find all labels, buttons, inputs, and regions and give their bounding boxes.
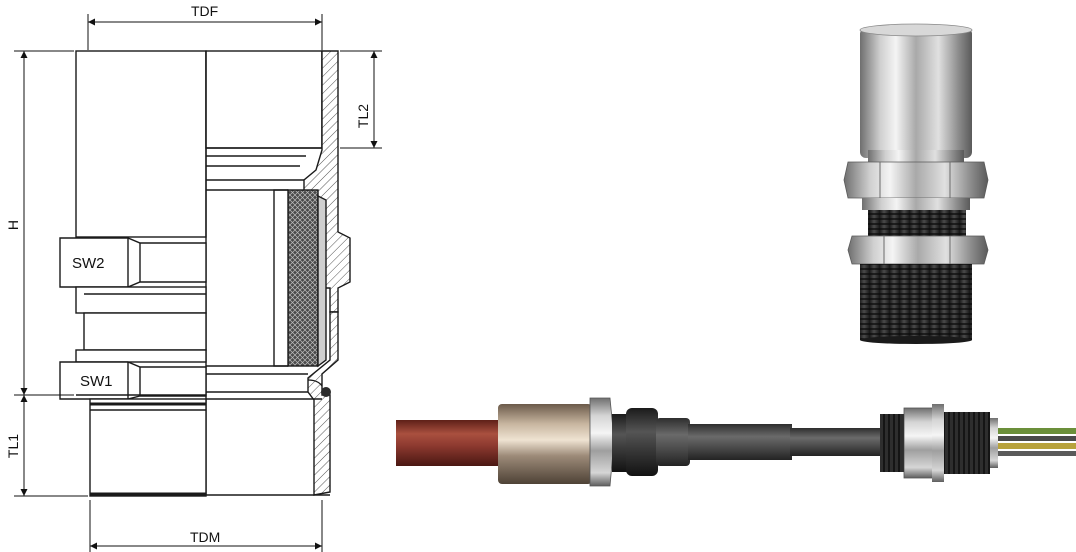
assembly-render [396,397,1076,487]
h-label: H [5,220,21,230]
technical-drawing [59,50,351,497]
tl2-label: TL2 [355,104,371,128]
sw2-label: SW2 [72,255,105,272]
product-render [843,23,989,344]
tl1-label: TL1 [5,434,21,458]
section-hatch-lower [307,311,339,496]
tdf-label: TDF [191,3,218,19]
seal-insert [287,189,319,367]
bore-outline [205,50,323,149]
sw1-label: SW1 [80,373,113,390]
lower-thread-outline [89,398,207,497]
tdm-label: TDM [190,529,220,545]
o-ring [321,387,331,397]
upper-housing-outline [75,50,207,238]
dimension-lines [14,14,382,552]
sw1-hex-nut [59,361,207,400]
